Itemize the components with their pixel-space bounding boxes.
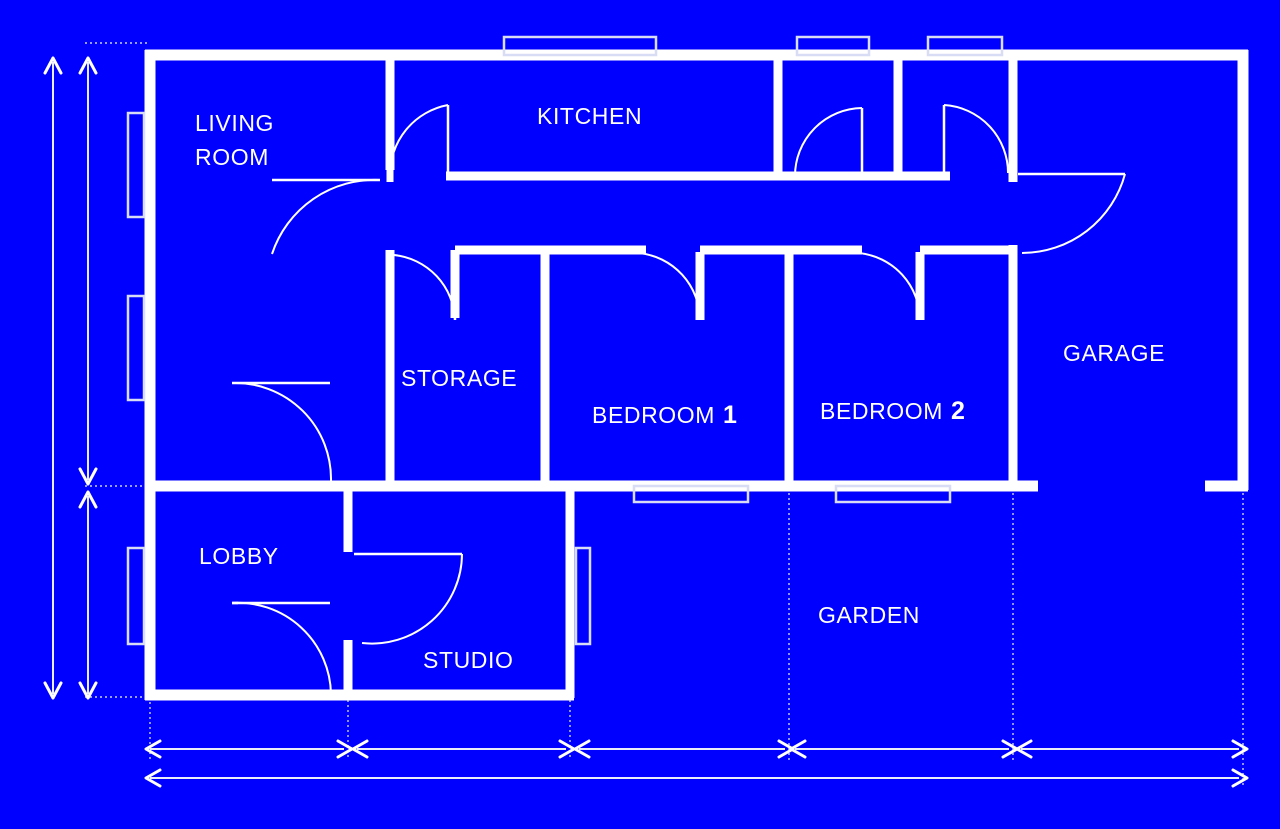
label-living-room-line2: ROOM	[195, 144, 269, 170]
label-garage: GARAGE	[1063, 340, 1165, 366]
dimension-extension-lines	[85, 42, 1244, 786]
door-lobby-upper	[231, 381, 333, 482]
vertical-dimension-lower-block	[78, 490, 98, 700]
label-bedroom-2-number: 2	[951, 397, 966, 425]
vertical-dimension-upper-block	[78, 56, 98, 486]
door-kitchen	[388, 104, 450, 177]
label-studio: STUDIO	[423, 647, 514, 673]
label-storage: STORAGE	[401, 365, 517, 391]
room-labels: LIVING ROOM KITCHEN STORAGE BEDROOM 1 BED…	[195, 103, 1165, 673]
label-garden: GARDEN	[818, 602, 920, 628]
door-living-room	[271, 178, 381, 255]
window-top-2	[795, 35, 871, 57]
horizontal-dimension-overall	[144, 768, 1249, 788]
window-studio-right	[574, 546, 592, 646]
window-top-1	[502, 35, 658, 57]
label-bedroom-1-number: 1	[723, 401, 738, 429]
interior-walls-lower	[343, 488, 575, 698]
label-living-room-line1: LIVING	[195, 110, 274, 136]
interior-walls-upper	[385, 55, 1018, 490]
window-mid-1	[632, 484, 750, 504]
door-lobby	[231, 601, 332, 695]
label-kitchen: KITCHEN	[537, 103, 642, 129]
window-left-1	[126, 111, 146, 219]
door-bath-1	[794, 107, 864, 177]
vertical-dimension-overall	[43, 56, 63, 700]
door-bedroom-2	[858, 252, 922, 321]
exterior-walls	[144, 49, 1249, 701]
label-bedroom-1: BEDROOM 1	[592, 401, 738, 429]
doors	[231, 104, 1126, 695]
window-left-2	[126, 294, 146, 402]
window-top-3	[926, 35, 1004, 57]
door-storage	[393, 252, 457, 321]
window-mid-2	[834, 484, 952, 504]
windows	[126, 35, 1004, 646]
window-left-3	[126, 546, 146, 646]
door-bath-2	[942, 104, 1010, 174]
door-studio	[354, 552, 463, 645]
label-bedroom-1-text: BEDROOM	[592, 402, 715, 428]
horizontal-dimension-segment-5	[1015, 739, 1249, 759]
label-bedroom-2-text: BEDROOM	[820, 398, 943, 424]
label-lobby: LOBBY	[199, 543, 279, 569]
label-bedroom-2: BEDROOM 2	[820, 397, 966, 425]
door-bedroom-1	[638, 252, 702, 321]
door-garage	[1018, 172, 1126, 254]
